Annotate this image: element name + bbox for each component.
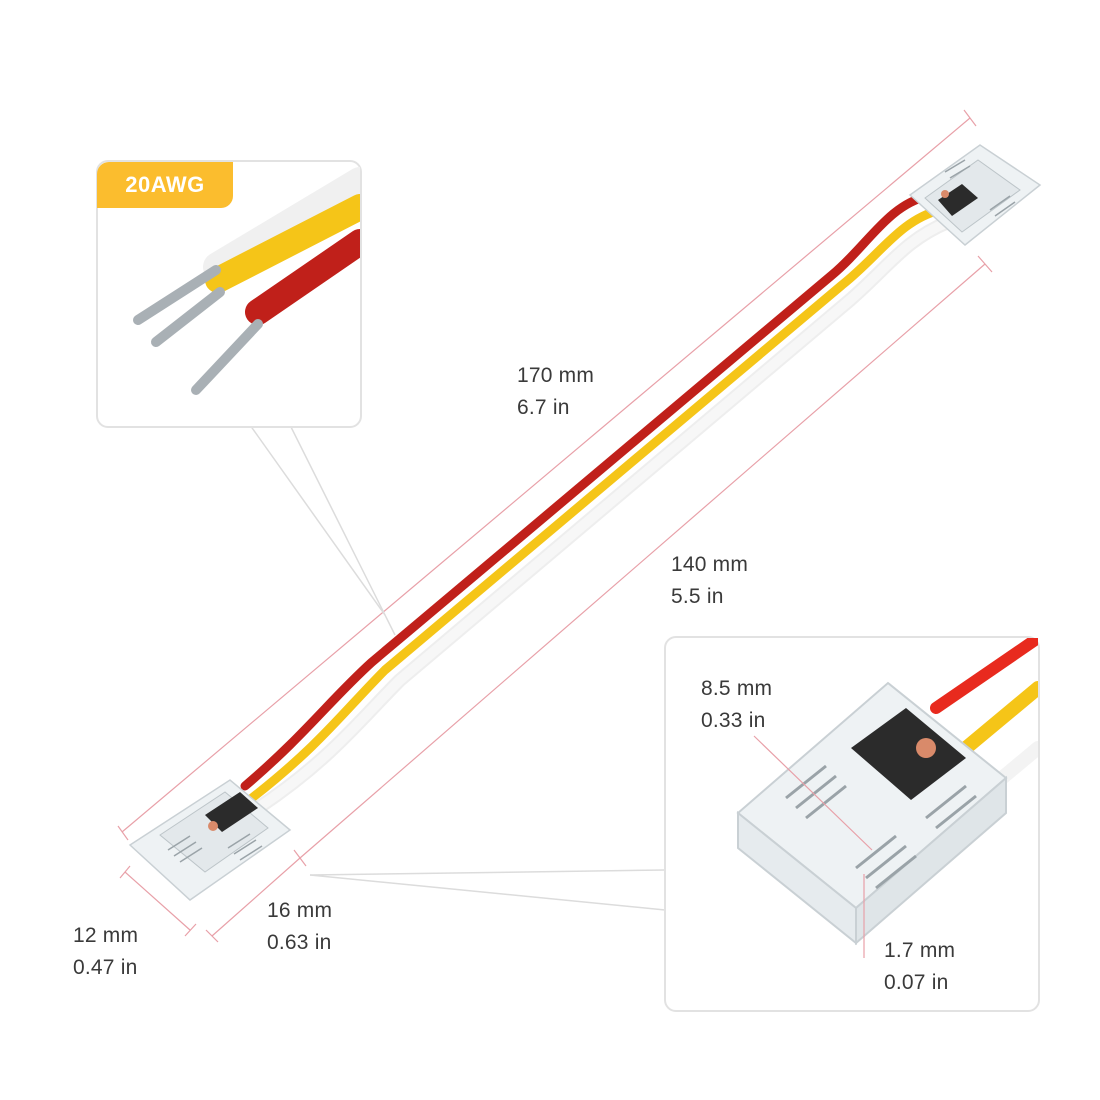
dimension-line-wire: [299, 263, 986, 859]
wire-strand-icon: [133, 167, 360, 395]
dimension-line-connector-length: [211, 857, 301, 937]
connector-icon: [736, 638, 1038, 958]
dimension-lines: [117, 109, 993, 943]
pin-spacing-label: 8.5 mm 0.33 in: [701, 673, 772, 737]
dimension-line-connector-width: [124, 871, 191, 931]
total-length-imperial: 6.7 in: [517, 396, 570, 419]
connector-width-imperial: 0.47 in: [73, 956, 138, 979]
connector-width-metric: 12 mm: [73, 924, 139, 947]
cable: [240, 191, 955, 815]
total-length-label: 170 mm 6.7 in: [517, 360, 594, 424]
dimension-line-total: [121, 117, 971, 833]
connector-bottom-left: [128, 779, 292, 901]
pin-pitch-metric: 1.7 mm: [884, 939, 956, 962]
wire-length-label: 140 mm 5.5 in: [671, 549, 748, 613]
pin-pitch-imperial: 0.07 in: [884, 971, 949, 994]
connector-length-label: 16 mm 0.63 in: [267, 895, 332, 959]
connector-width-label: 12 mm 0.47 in: [73, 920, 138, 984]
connector-length-imperial: 0.63 in: [267, 931, 332, 954]
pin-spacing-metric: 8.5 mm: [701, 677, 773, 700]
pin-spacing-imperial: 0.33 in: [701, 709, 766, 732]
wire-gauge-badge: 20AWG: [97, 162, 233, 208]
connector-detail-callout: [664, 636, 1040, 1012]
wire-gauge-callout: [96, 160, 362, 428]
connector-length-metric: 16 mm: [267, 899, 333, 922]
total-length-metric: 170 mm: [517, 364, 595, 387]
callout-pointers: [249, 424, 666, 911]
connector-top-right: [908, 144, 1042, 246]
pin-pitch-label: 1.7 mm 0.07 in: [884, 935, 955, 999]
wire-length-metric: 140 mm: [671, 553, 749, 576]
wire-length-imperial: 5.5 in: [671, 585, 724, 608]
